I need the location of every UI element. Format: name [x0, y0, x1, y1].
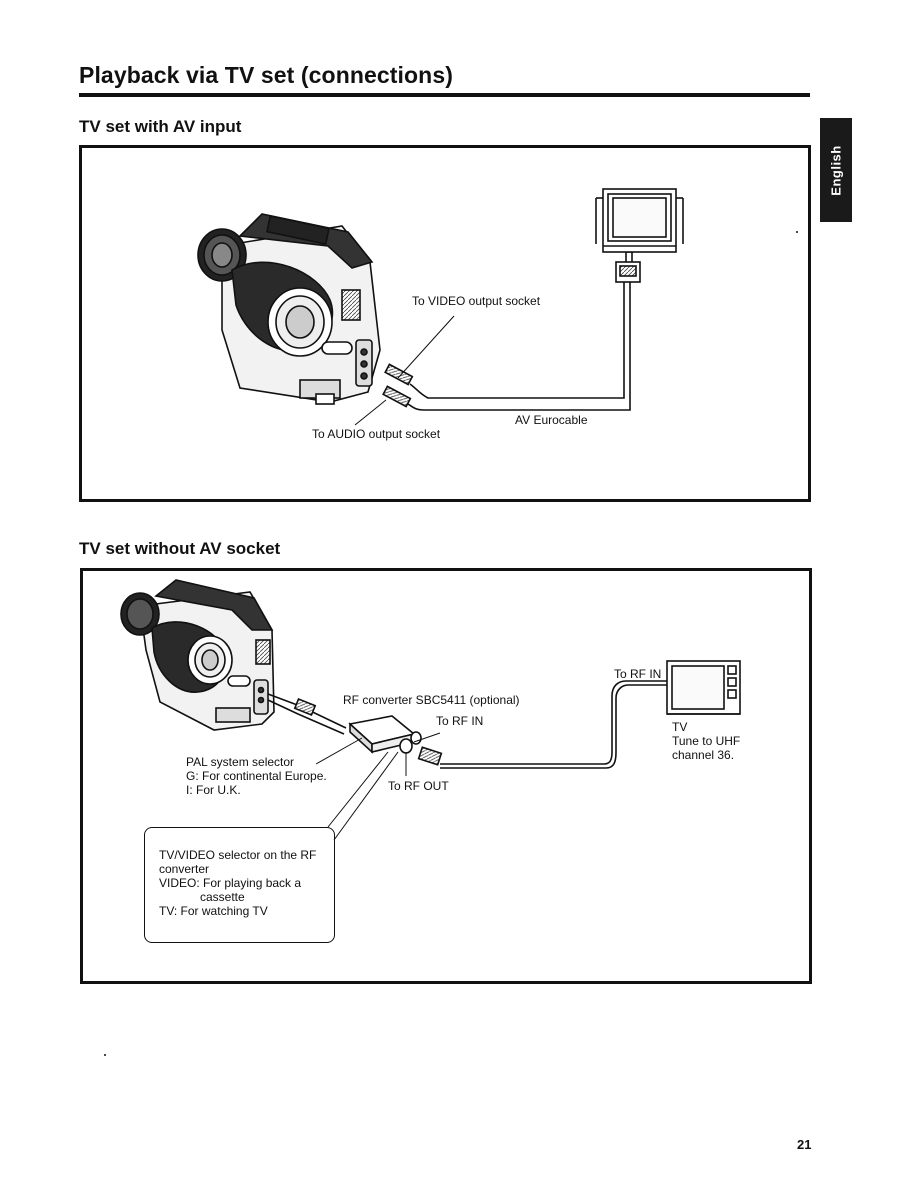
pal-line: I: For U.K. — [186, 783, 241, 797]
title-rule — [79, 93, 810, 97]
tv-line: Tune to UHF — [672, 734, 741, 748]
note-line: TV/VIDEO selector on the RF — [159, 848, 317, 862]
no-av-figure-frame — [80, 568, 812, 984]
pal-line: PAL system selector — [186, 755, 295, 769]
note-line: TV: For watching TV — [159, 904, 268, 918]
camcorder-illustration-1 — [197, 213, 381, 405]
label-video-socket: To VIDEO output socket — [412, 294, 541, 308]
section-heading-av-input: TV set with AV input — [79, 117, 242, 136]
leader-lines-1 — [354, 315, 455, 426]
tv-line: channel 36. — [672, 748, 735, 762]
label-audio-socket: To AUDIO output socket — [312, 427, 441, 441]
pal-line: G: For continental Europe. — [186, 769, 327, 783]
label-av-eurocable: AV Eurocable — [515, 413, 588, 427]
section-heading-no-av: TV set without AV socket — [79, 539, 281, 558]
label-rf-converter: RF converter SBC5411 (optional) — [343, 693, 520, 707]
language-tab: English — [820, 118, 852, 222]
label-to-rf-in-converter: To RF IN — [436, 714, 484, 728]
tv-caption: TV Tune to UHF channel 36. — [672, 720, 740, 762]
tv-line: TV — [672, 720, 688, 734]
note-line: converter — [159, 862, 210, 876]
rf-converter-illustration — [267, 680, 668, 769]
label-to-rf-in-tv: To RF IN — [614, 667, 662, 681]
tv-illustration-1 — [595, 188, 684, 253]
tv-illustration-2 — [666, 660, 741, 715]
pal-selector-caption: PAL system selector G: For continental E… — [186, 755, 327, 797]
camcorder-illustration-2 — [120, 579, 275, 731]
page-number: 21 — [797, 1137, 812, 1152]
av-cable-illustration — [382, 251, 641, 411]
note-line: cassette — [200, 890, 245, 904]
page-title: Playback via TV set (connections) — [79, 62, 453, 88]
label-to-rf-out: To RF OUT — [388, 779, 449, 793]
leader-lines-2 — [315, 732, 441, 841]
note-line: VIDEO: For playing back a — [159, 876, 302, 890]
av-input-figure-frame — [79, 145, 811, 502]
tv-video-selector-note: TV/VIDEO selector on the RF converter VI… — [144, 827, 335, 943]
